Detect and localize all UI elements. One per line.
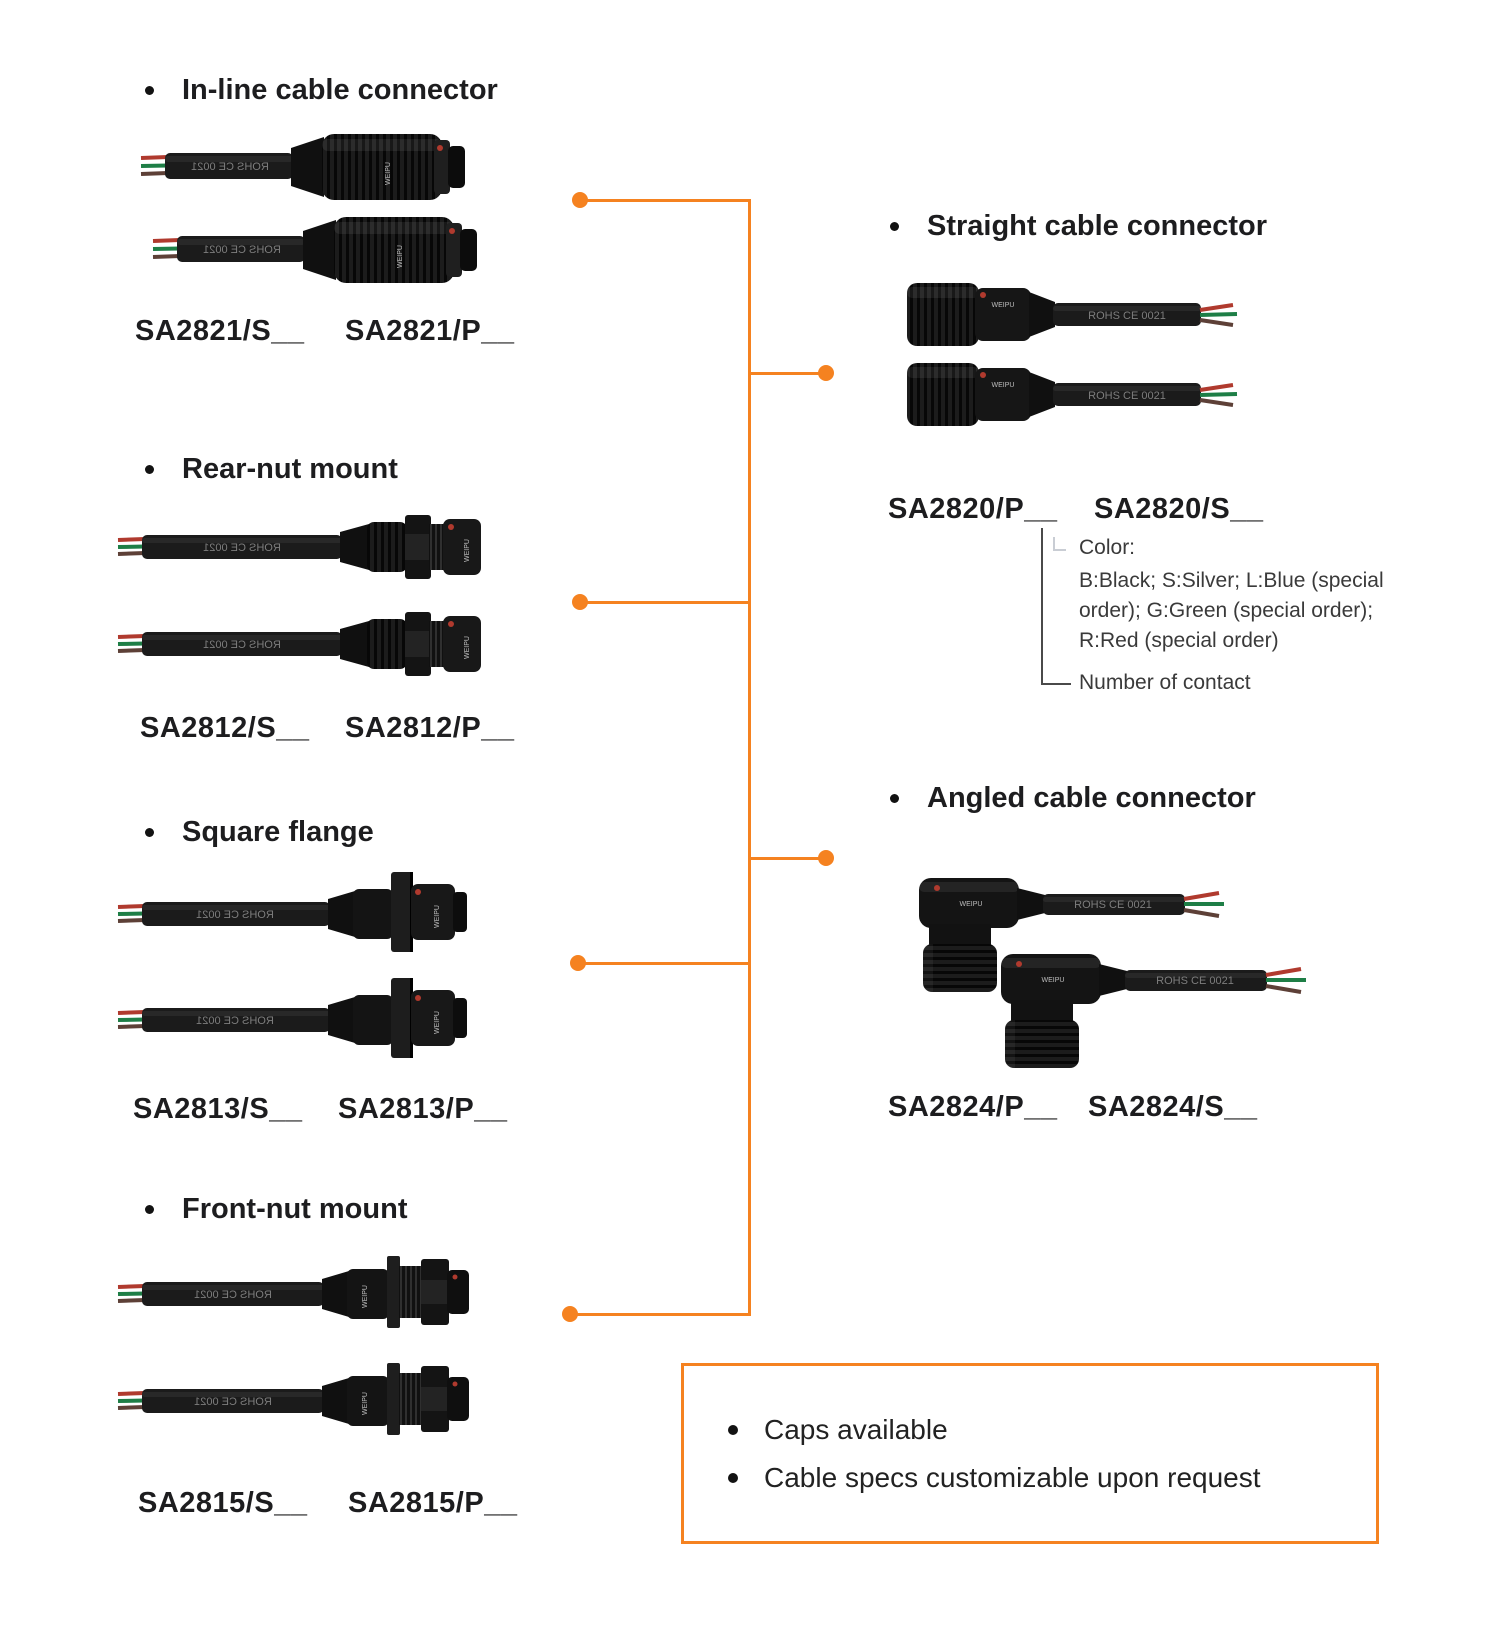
bullet-icon: [728, 1472, 738, 1483]
section-heading-squareflange: Square flange: [145, 816, 374, 849]
note-item: Cable specs customizable upon request: [728, 1462, 1376, 1494]
product-code: SA2821/S__: [135, 315, 305, 347]
bullet-icon: [145, 828, 154, 837]
section-heading-inline: In-line cable connector: [145, 74, 498, 107]
bullet-icon: [145, 465, 154, 474]
connector-image-frontnut: [115, 1242, 475, 1342]
annotation-elbow-light: [1053, 537, 1055, 551]
contacts-label: Number of contact: [1079, 671, 1251, 694]
connector-image-squareflange: [115, 968, 475, 1068]
connector-image-squareflange: [115, 862, 475, 962]
junction-dot: [562, 1306, 578, 1322]
bullet-icon: [890, 222, 899, 231]
section-heading-angled: Angled cable connector: [890, 782, 1256, 815]
color-legend-line: B:Black; S:Silver; L:Blue (special: [1079, 569, 1384, 592]
bullet-icon: [145, 1205, 154, 1214]
product-code: SA2815/S__: [138, 1487, 308, 1519]
product-code: SA2812/S__: [140, 712, 310, 744]
product-code: SA2813/P__: [338, 1093, 508, 1125]
annotation-line-elbow: [1041, 683, 1071, 685]
junction-dot: [818, 850, 834, 866]
junction-dot: [570, 955, 586, 971]
connector-image-angled: [975, 942, 1315, 1072]
section-heading-frontnut: Front-nut mount: [145, 1193, 407, 1226]
bullet-icon: [890, 794, 899, 803]
product-code: SA2821/P__: [345, 315, 515, 347]
section-heading-label: Square flange: [182, 816, 374, 848]
notes-box: Caps available Cable specs customizable …: [681, 1363, 1379, 1544]
connector-line-branch: [750, 372, 826, 375]
connector-line-branch: [580, 601, 750, 604]
section-heading-label: Front-nut mount: [182, 1193, 408, 1225]
section-heading-straight: Straight cable connector: [890, 210, 1267, 243]
note-item: Caps available: [728, 1414, 1376, 1446]
note-text: Cable specs customizable upon request: [764, 1461, 1261, 1493]
section-heading-label: Rear-nut mount: [182, 453, 398, 485]
product-code: SA2824/S__: [1088, 1091, 1258, 1123]
color-legend: B:Black; S:Silver; L:Blue (special order…: [1079, 566, 1384, 656]
connector-image-inline: [138, 127, 468, 207]
product-code: SA2812/P__: [345, 712, 515, 744]
bullet-icon: [145, 86, 154, 95]
product-code: SA2820/S__: [1094, 493, 1264, 525]
product-code: SA2820/P__: [888, 493, 1058, 525]
color-title: Color:: [1079, 536, 1136, 559]
connector-line-branch: [570, 1313, 750, 1316]
connector-image-frontnut: [115, 1349, 475, 1449]
section-heading-label: Straight cable connector: [927, 210, 1268, 242]
connector-image-rearnut: [115, 500, 485, 595]
connector-line-branch: [578, 962, 750, 965]
connector-line-branch: [580, 199, 750, 202]
section-heading-label: Angled cable connector: [927, 782, 1256, 814]
product-code: SA2813/S__: [133, 1093, 303, 1125]
section-heading-rearnut: Rear-nut mount: [145, 453, 398, 486]
product-code: SA2815/P__: [348, 1487, 518, 1519]
connector-line-branch: [750, 857, 826, 860]
bullet-icon: [728, 1424, 738, 1435]
connector-image-rearnut: [115, 597, 485, 692]
junction-dot: [572, 594, 588, 610]
connector-image-straight: [903, 277, 1253, 352]
junction-dot: [572, 192, 588, 208]
connector-image-inline: [150, 210, 480, 290]
color-legend-line: R:Red (special order): [1079, 629, 1279, 652]
color-legend-line: order); G:Green (special order);: [1079, 599, 1374, 622]
section-heading-label: In-line cable connector: [182, 74, 498, 106]
annotation-elbow-light: [1053, 549, 1066, 551]
junction-dot: [818, 365, 834, 381]
annotation-line-vertical: [1041, 528, 1043, 685]
connector-line-trunk: [748, 199, 751, 1316]
product-code: SA2824/P__: [888, 1091, 1058, 1123]
note-text: Caps available: [764, 1413, 948, 1445]
connector-image-straight: [903, 357, 1253, 432]
